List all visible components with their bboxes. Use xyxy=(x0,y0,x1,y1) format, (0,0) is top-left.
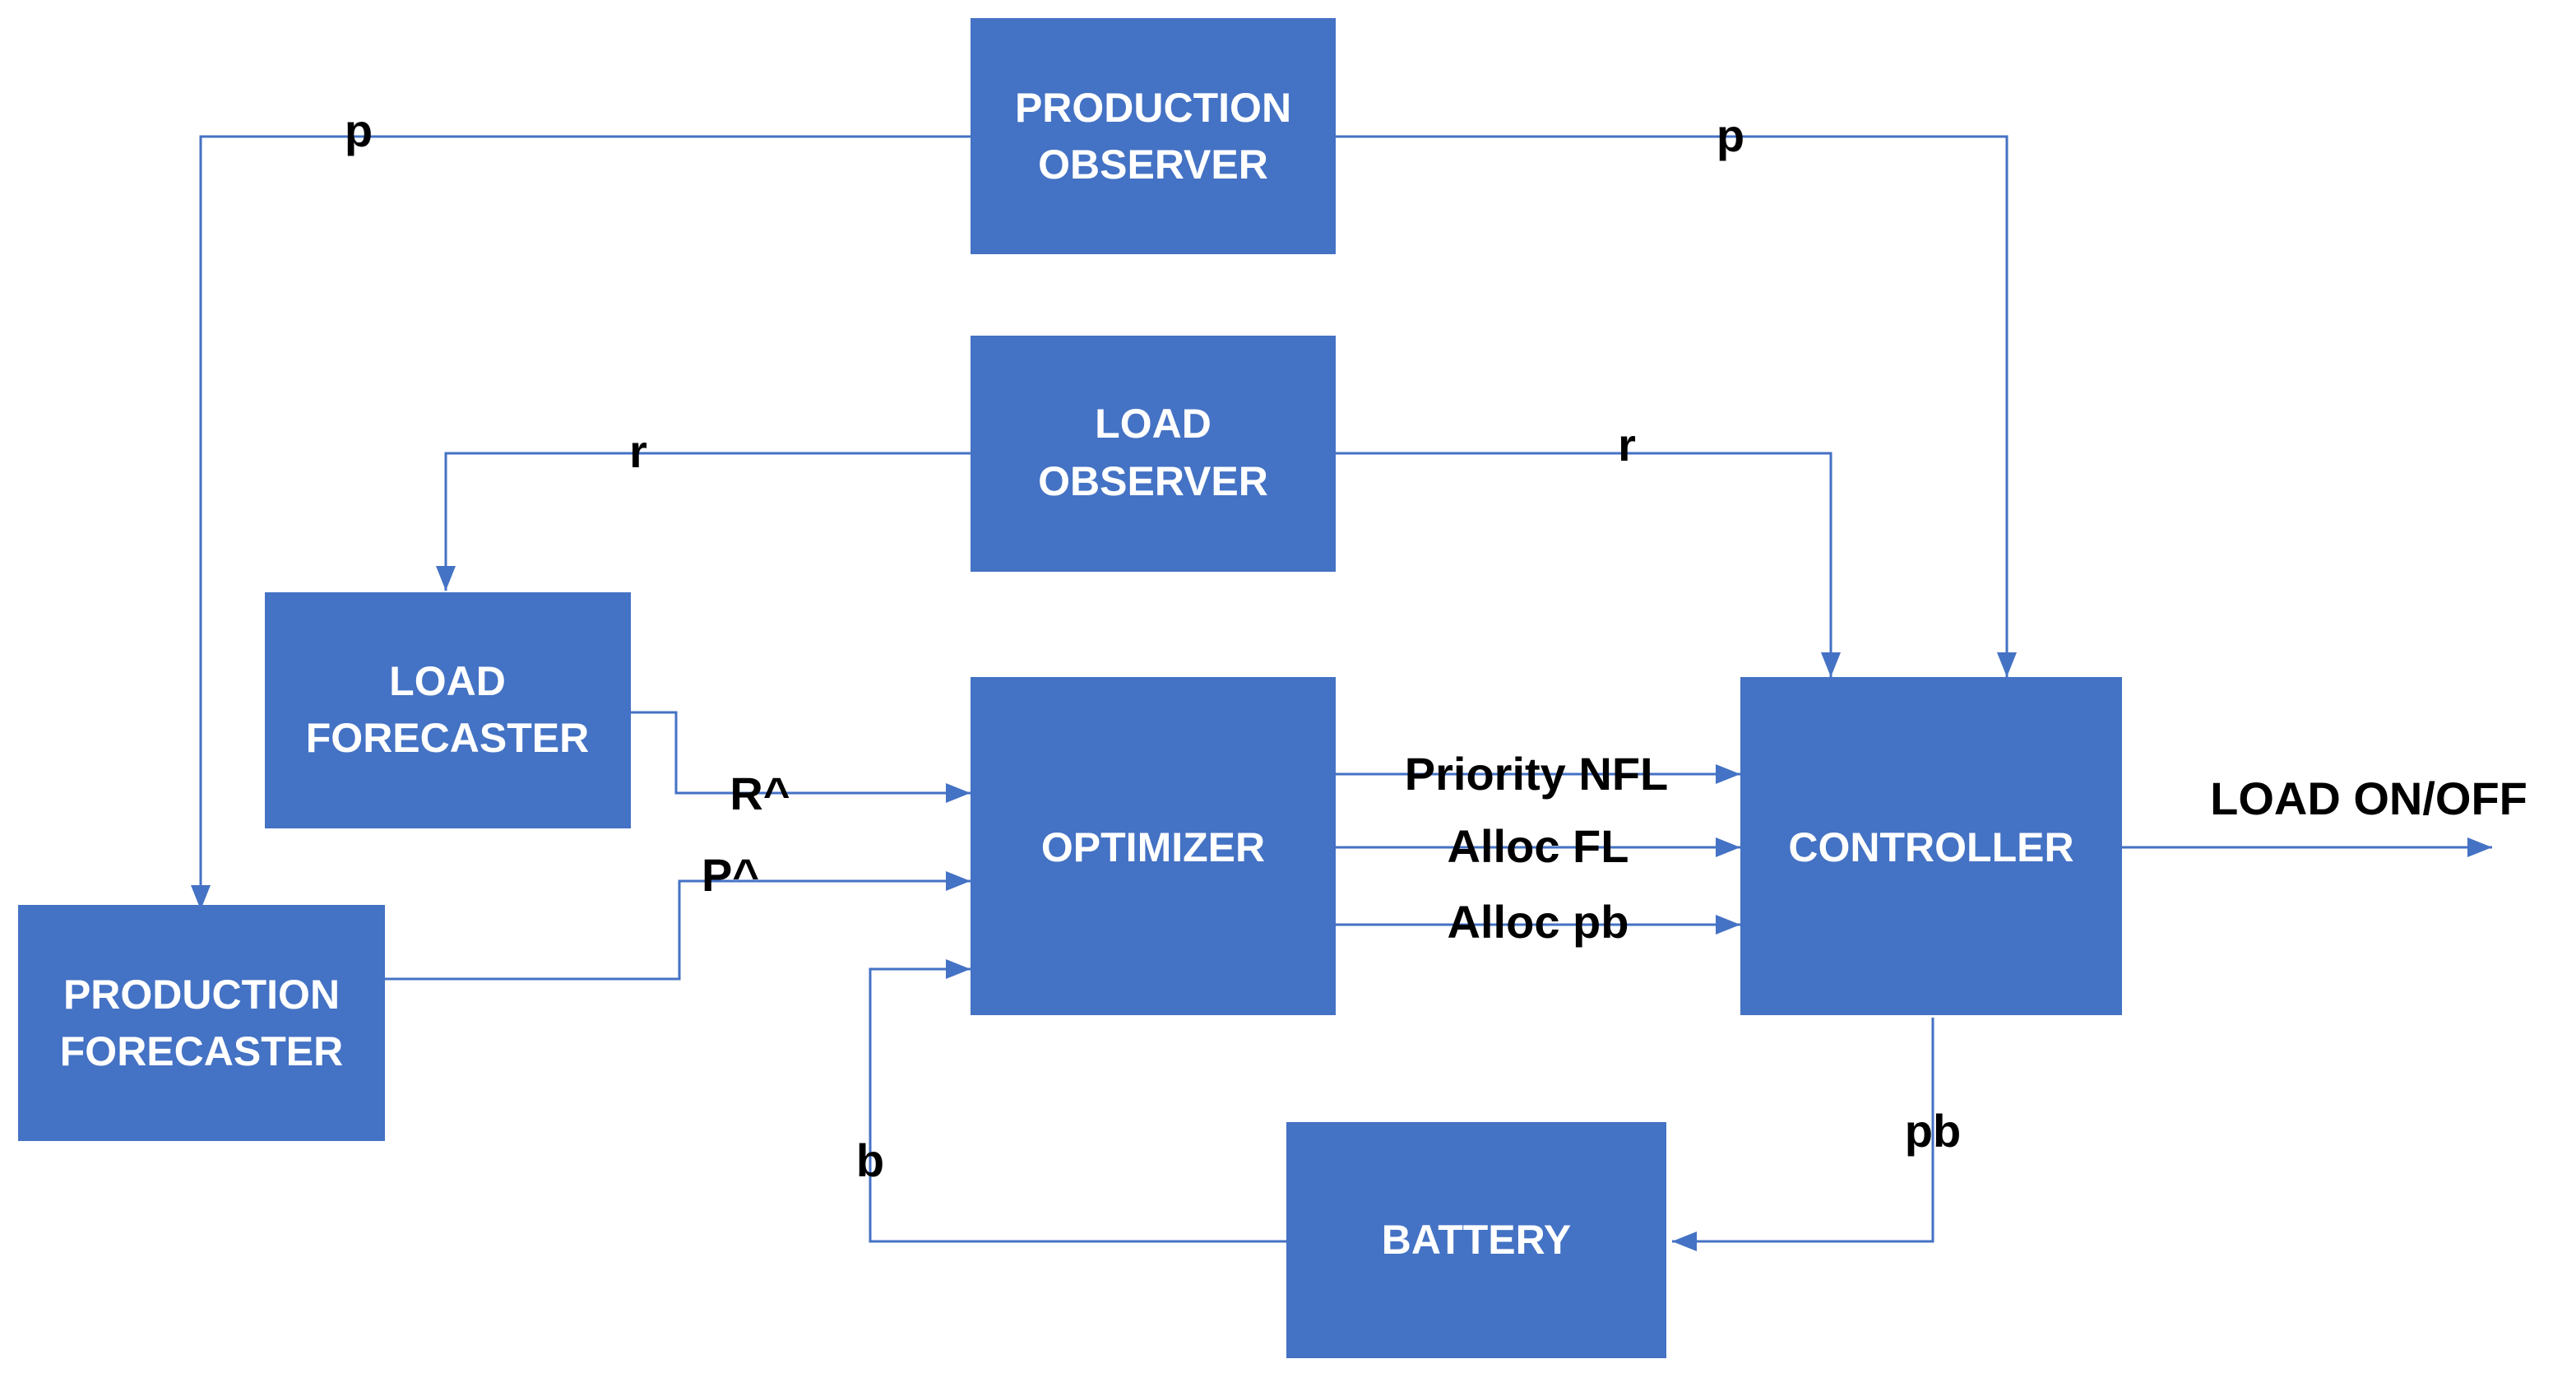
controller-box: CONTROLLER xyxy=(1740,677,2122,1015)
edge-label-load-on-off: LOAD ON/OFF xyxy=(2210,772,2527,824)
edge-label-alloc-pb: Alloc pb xyxy=(1448,896,1629,948)
edge-p-to-production-forecaster xyxy=(191,135,971,910)
edge-label-p-left: p xyxy=(345,104,373,156)
edge-r-to-load-forecaster xyxy=(436,452,971,591)
production-observer-line2: OBSERVER xyxy=(1038,141,1268,188)
production-observer-line1: PRODUCTION xyxy=(1015,85,1291,131)
edge-label-p-right: p xyxy=(1717,109,1744,161)
production-observer-box: PRODUCTION OBSERVER xyxy=(971,18,1336,254)
edge-label-p-hat: P^ xyxy=(702,849,759,901)
optimizer-box: OPTIMIZER xyxy=(971,677,1336,1015)
edge-label-alloc-fl: Alloc FL xyxy=(1448,820,1629,872)
controller-label: CONTROLLER xyxy=(1788,824,2073,870)
battery-box: BATTERY xyxy=(1286,1122,1666,1358)
edge-pb-to-battery xyxy=(1672,1018,1934,1251)
load-observer-line2: OBSERVER xyxy=(1038,458,1268,504)
production-forecaster-line1: PRODUCTION xyxy=(63,972,340,1018)
battery-label: BATTERY xyxy=(1382,1217,1572,1263)
edge-label-r-hat: R^ xyxy=(730,768,790,819)
edge-label-b: b xyxy=(856,1134,884,1186)
load-forecaster-line2: FORECASTER xyxy=(306,715,589,761)
edge-label-r-left: r xyxy=(629,425,647,477)
load-forecaster-box: LOAD FORECASTER xyxy=(265,592,631,828)
edge-label-r-right: r xyxy=(1618,419,1636,471)
edge-r-to-controller xyxy=(1336,452,1841,677)
edge-p-hat xyxy=(385,871,971,981)
load-observer-box: LOAD OBSERVER xyxy=(971,336,1336,572)
production-forecaster-box: PRODUCTION FORECASTER xyxy=(18,905,385,1141)
edge-r-hat xyxy=(631,711,971,803)
edge-label-pb: pb xyxy=(1905,1105,1961,1157)
edge-p-to-controller xyxy=(1336,135,2017,677)
optimizer-label: OPTIMIZER xyxy=(1041,824,1265,870)
edge-b-to-optimizer xyxy=(869,959,1286,1243)
load-observer-line1: LOAD xyxy=(1095,401,1212,447)
production-forecaster-line2: FORECASTER xyxy=(60,1028,343,1074)
edge-label-priority-nfl: Priority NFL xyxy=(1405,748,1668,800)
load-forecaster-line1: LOAD xyxy=(389,658,506,704)
